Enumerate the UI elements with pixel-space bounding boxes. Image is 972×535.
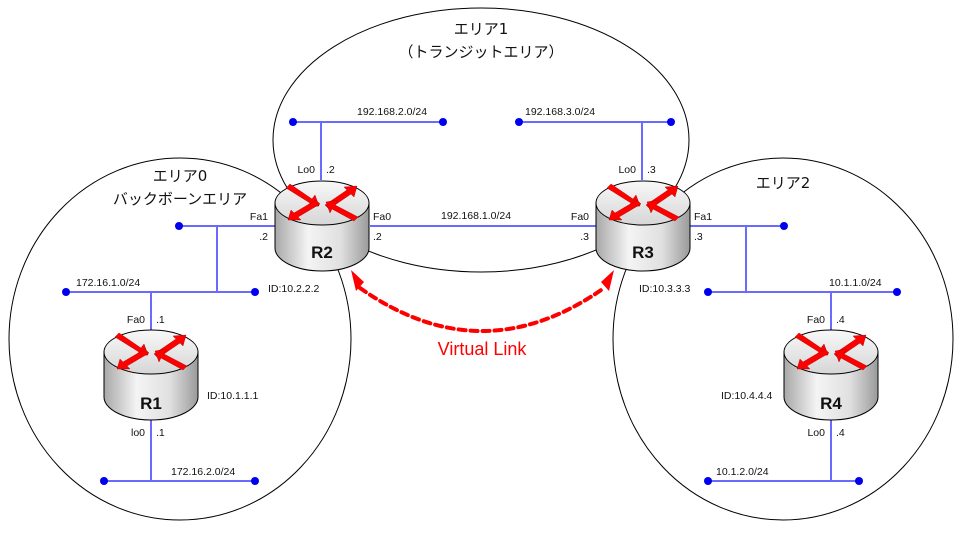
interface-name: Fa1 — [250, 211, 268, 223]
network-endpoint — [175, 222, 183, 230]
interface-addr: .2 — [259, 231, 268, 243]
router-r3[interactable]: R3 — [595, 180, 691, 272]
interface-name: Fa0 — [807, 314, 825, 326]
network-endpoint — [251, 288, 259, 296]
network-192-168-3: 192.168.3.0/24 — [515, 106, 675, 180]
router-r4[interactable]: R4 — [783, 329, 879, 421]
network-label: 192.168.2.0/24 — [357, 106, 427, 118]
interface-name: Fa0 — [127, 314, 145, 326]
network-10-1-2: 10.1.2.0/24 — [704, 420, 863, 485]
virtual-link-label: Virtual Link — [438, 339, 528, 359]
network-r2-fa1-segment — [175, 222, 275, 292]
router-id-r1: ID:10.1.1.1 — [207, 390, 259, 402]
area0-boundary — [8, 157, 352, 521]
interface-addr: .3 — [580, 231, 589, 243]
interface-addr: .2 — [326, 164, 335, 176]
router-name: R1 — [140, 394, 162, 413]
network-192-168-2: 192.168.2.0/24 — [289, 106, 447, 180]
area0-subtitle: バックボーンエリア — [113, 190, 247, 208]
interface-addr: .4 — [836, 314, 845, 326]
network-172-16-2: 172.16.2.0/24 — [100, 420, 259, 485]
interface-addr: .3 — [647, 164, 656, 176]
area2-title: エリア2 — [756, 174, 811, 192]
network-r3-fa1-segment — [689, 222, 788, 292]
virtual-link-arrowhead-r3 — [601, 270, 614, 291]
router-id-r4: ID:10.4.4.4 — [721, 390, 773, 402]
network-label: 10.1.2.0/24 — [716, 466, 769, 478]
router-name: R4 — [820, 394, 842, 413]
area1-subtitle: （トランジットエリア） — [398, 43, 563, 61]
area2-boundary — [612, 157, 954, 521]
area0-title: エリア0 — [153, 167, 208, 185]
interface-name: Lo0 — [618, 164, 636, 176]
network-label: 172.16.1.0/24 — [76, 277, 140, 289]
network-endpoint — [704, 477, 712, 485]
virtual-link-path — [358, 286, 606, 333]
network-endpoint — [100, 477, 108, 485]
interface-addr: .3 — [694, 231, 703, 243]
router-r2[interactable]: R2 — [274, 180, 370, 272]
router-id-r2: ID:10.2.2.2 — [268, 283, 320, 295]
network-endpoint — [667, 118, 675, 126]
network-endpoint — [893, 288, 901, 296]
network-label: 10.1.1.0/24 — [829, 277, 882, 289]
interface-addr: .2 — [373, 231, 382, 243]
network-endpoint — [251, 477, 259, 485]
interface-addr: .1 — [156, 427, 165, 439]
virtual-link-arrowhead-r2 — [351, 270, 364, 291]
network-endpoint — [515, 118, 523, 126]
interface-name: Lo0 — [297, 164, 315, 176]
virtual-link: Virtual Link — [351, 270, 614, 359]
interface-addr: .1 — [156, 314, 165, 326]
network-192-168-1: 192.168.1.0/24 — [370, 210, 596, 227]
interface-name: Fa1 — [694, 211, 712, 223]
router-name: R2 — [311, 243, 333, 262]
network-label: 172.16.2.0/24 — [171, 466, 235, 478]
router-r1[interactable]: R1 — [103, 329, 199, 421]
network-label: 192.168.3.0/24 — [525, 106, 595, 118]
area1-boundary — [272, 7, 690, 273]
network-endpoint — [289, 118, 297, 126]
interface-name: Fa0 — [373, 211, 391, 223]
network-label: 192.168.1.0/24 — [441, 210, 511, 222]
router-name: R3 — [632, 243, 654, 262]
network-172-16-1: 172.16.1.0/24 — [62, 277, 259, 330]
network-endpoint — [780, 222, 788, 230]
network-10-1-1: 10.1.1.0/24 — [704, 277, 901, 330]
router-id-r3: ID:10.3.3.3 — [639, 283, 691, 295]
interface-addr: .4 — [836, 427, 845, 439]
network-endpoint — [439, 118, 447, 126]
interface-name: lo0 — [131, 427, 145, 439]
area1-title: エリア1 — [454, 20, 509, 38]
network-endpoint — [704, 288, 712, 296]
interface-name: Lo0 — [807, 427, 825, 439]
interface-name: Fa0 — [571, 211, 589, 223]
network-endpoint — [855, 477, 863, 485]
network-endpoint — [62, 288, 70, 296]
